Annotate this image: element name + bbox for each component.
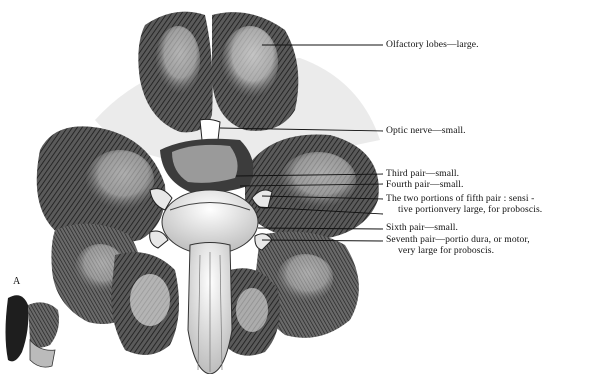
label-seventh-pair-line2: very large for proboscis.	[398, 246, 494, 256]
corner-specimen-sketch	[6, 295, 60, 367]
label-fifth-pair-line1: The two portions of fifth pair : sensi -	[386, 194, 534, 204]
optic-nerve	[200, 119, 220, 141]
label-optic-nerve: Optic nerve—small.	[386, 126, 466, 136]
label-third-pair: Third pair—small.	[386, 169, 459, 179]
label-fifth-pair-line2: tive portionvery large, for proboscis.	[398, 205, 542, 215]
label-fourth-pair: Fourth pair—small.	[386, 180, 463, 190]
label-seventh-pair-line1: Seventh pair—portio dura, or motor,	[386, 235, 530, 245]
label-olfactory-lobes: Olfactory lobes—large.	[386, 40, 479, 50]
midbrain	[160, 139, 253, 193]
figure-letter: A	[13, 276, 20, 287]
label-sixth-pair: Sixth pair—small.	[386, 223, 458, 233]
